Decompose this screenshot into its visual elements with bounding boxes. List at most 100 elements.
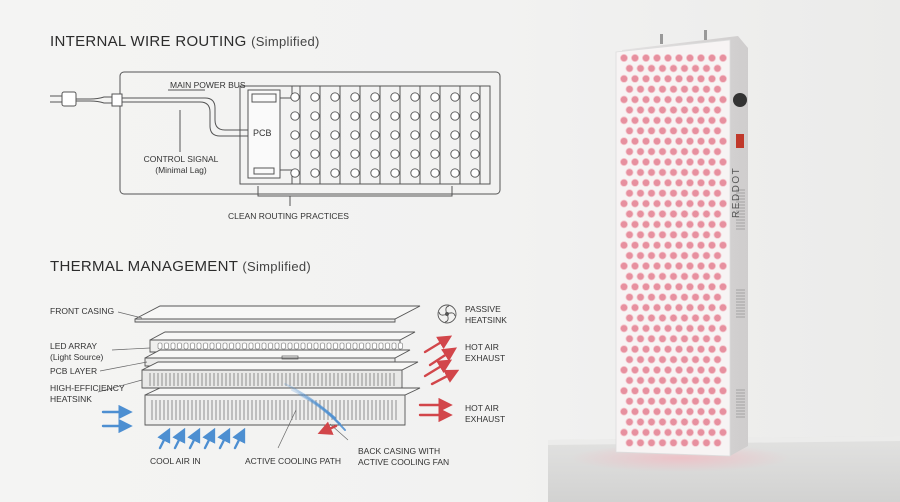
device-led <box>642 220 651 229</box>
device-led <box>697 54 706 63</box>
device-led <box>625 230 634 239</box>
device-led <box>675 220 684 229</box>
led-node <box>470 168 480 178</box>
device-led <box>669 313 678 322</box>
device-led <box>658 85 667 94</box>
device-led <box>686 407 695 416</box>
device-led <box>664 386 673 395</box>
device-led <box>691 168 700 177</box>
led-node <box>410 92 420 102</box>
device-led <box>697 428 706 437</box>
device-led <box>686 386 695 395</box>
device-led <box>697 220 706 229</box>
device-led <box>664 178 673 187</box>
device-led <box>702 251 711 260</box>
led-node <box>390 168 400 178</box>
led-node <box>430 130 440 140</box>
control-signal-text: CONTROL SIGNAL <box>143 154 219 164</box>
device-led <box>680 313 689 322</box>
device-led <box>719 137 728 146</box>
led-bumps <box>157 342 403 350</box>
device-led <box>664 199 673 208</box>
light-source-text: (Light Source) <box>50 352 104 362</box>
device-led <box>658 376 667 385</box>
device-led <box>620 324 629 333</box>
device-led <box>631 428 640 437</box>
device-led <box>647 64 656 73</box>
device-led <box>642 261 651 270</box>
device-led <box>675 386 684 395</box>
led-node <box>470 111 480 121</box>
device-led <box>697 116 706 125</box>
device-led <box>669 438 678 447</box>
led-node <box>470 92 480 102</box>
device-led <box>664 261 673 270</box>
device-led <box>686 365 695 374</box>
device-led <box>620 178 629 187</box>
device-led <box>713 313 722 322</box>
device-led <box>658 106 667 115</box>
device-led <box>658 272 667 281</box>
device-led <box>713 355 722 364</box>
device-led <box>702 230 711 239</box>
device-led <box>669 293 678 302</box>
led-node <box>350 168 360 178</box>
device-led <box>631 282 640 291</box>
device-led <box>697 157 706 166</box>
device-led <box>713 168 722 177</box>
device-led <box>686 282 695 291</box>
device-led <box>653 137 662 146</box>
device-led <box>708 157 717 166</box>
wire-routing-title-text: INTERNAL WIRE ROUTING <box>50 33 247 50</box>
cable-signal <box>122 101 248 137</box>
device-led <box>647 209 656 218</box>
led-node <box>350 130 360 140</box>
led-array-text: LED ARRAY <box>50 341 98 351</box>
device-led <box>631 157 640 166</box>
cable-power <box>122 97 248 131</box>
device-led <box>675 178 684 187</box>
device-led <box>713 293 722 302</box>
device-led <box>664 74 673 83</box>
device-led <box>691 293 700 302</box>
device-led <box>625 168 634 177</box>
led-node <box>350 92 360 102</box>
device-led <box>697 386 706 395</box>
device-led <box>658 147 667 156</box>
led-node <box>430 168 440 178</box>
device-led <box>664 365 673 374</box>
device-led <box>636 272 645 281</box>
device-led <box>713 334 722 343</box>
device-led <box>719 95 728 104</box>
device-led <box>719 365 728 374</box>
device-led <box>675 407 684 416</box>
device-led <box>658 189 667 198</box>
device-led <box>680 334 689 343</box>
connector-left <box>660 34 663 44</box>
device-led <box>719 74 728 83</box>
device-led <box>702 64 711 73</box>
device-led <box>713 189 722 198</box>
device-led <box>669 355 678 364</box>
led-node <box>290 168 300 178</box>
device-led <box>625 417 634 426</box>
device-led <box>719 116 728 125</box>
active-cooling-path-lines <box>284 383 346 431</box>
device-led <box>620 345 629 354</box>
device-led <box>620 407 629 416</box>
device-led <box>625 209 634 218</box>
led-node <box>330 149 340 159</box>
led-node <box>310 130 320 140</box>
device-led <box>691 106 700 115</box>
device-led <box>642 282 651 291</box>
device-led <box>631 407 640 416</box>
device-led <box>708 220 717 229</box>
device-led <box>686 157 695 166</box>
device-led <box>642 74 651 83</box>
device-led <box>642 386 651 395</box>
device-led <box>636 376 645 385</box>
device-led <box>686 116 695 125</box>
device-led <box>642 303 651 312</box>
